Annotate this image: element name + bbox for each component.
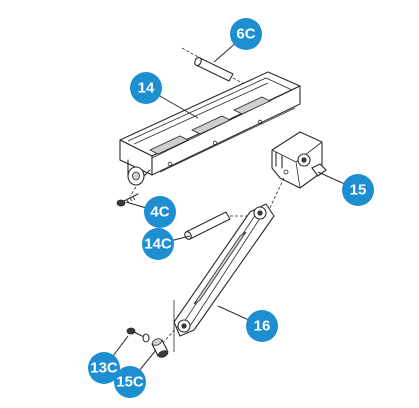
callout-16: 16	[246, 310, 278, 342]
callout-14c: 14C	[142, 228, 174, 260]
part-6c-pin	[181, 47, 247, 86]
callout-6c: 6C	[230, 18, 262, 50]
callout-4c: 4C	[144, 196, 176, 228]
part-15-bracket	[267, 131, 327, 213]
callout-6c-label: 6C	[236, 26, 255, 43]
callout-16-label: 16	[254, 318, 271, 335]
callout-15-label: 15	[350, 182, 367, 199]
part-15c-bushing	[151, 338, 169, 358]
callout-13c-label: 13C	[90, 360, 118, 377]
callout-15c-label: 15C	[116, 374, 144, 391]
callout-13c: 13C	[88, 352, 120, 384]
part-16-arm	[159, 203, 275, 352]
callout-14: 14	[130, 72, 162, 104]
callout-14c-label: 14C	[144, 236, 172, 253]
part-14-rail-housing	[119, 71, 301, 197]
callout-4c-label: 4C	[150, 204, 169, 221]
callout-15: 15	[342, 174, 374, 206]
callout-15c: 15C	[114, 366, 146, 398]
part-13c-screw	[126, 327, 150, 343]
callout-14-label: 14	[138, 80, 155, 97]
